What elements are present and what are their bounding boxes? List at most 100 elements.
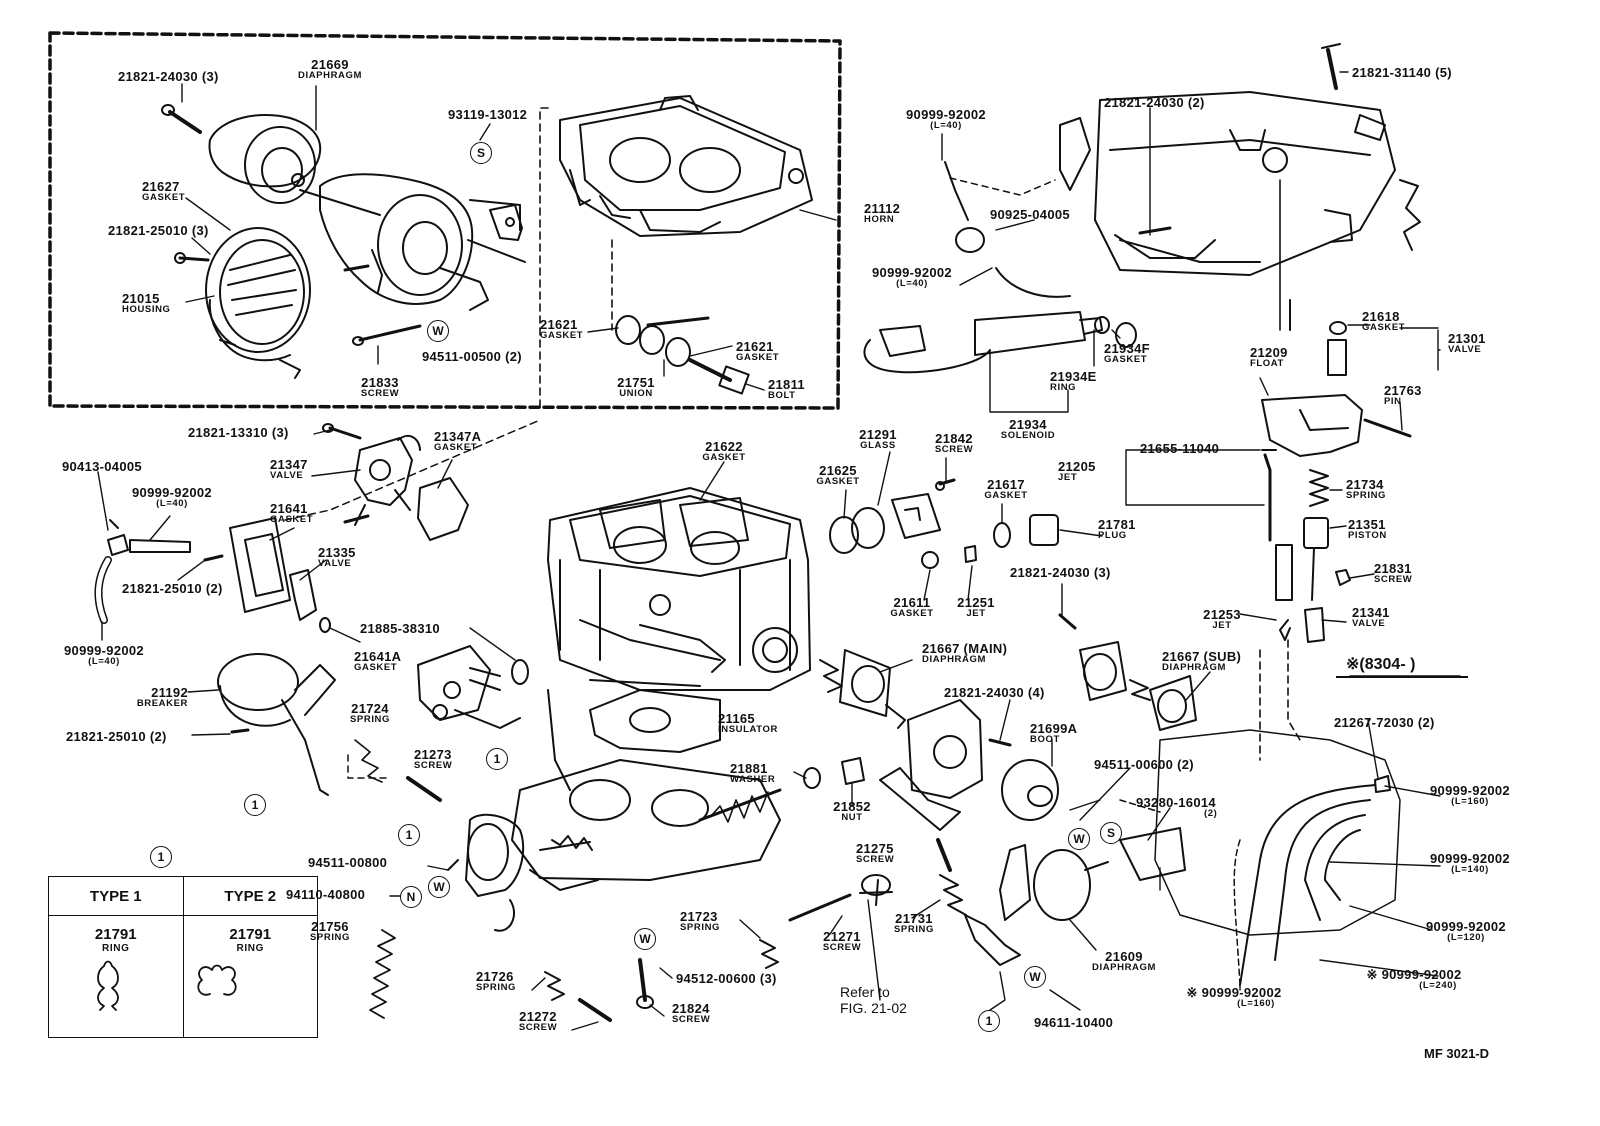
sight-glass-and-diaphragms-drawing: [803, 478, 1197, 831]
ring-type-table: TYPE 1 TYPE 2 21791 RING 21791 RING: [48, 876, 318, 1038]
figure-code: MF 3021-D: [1424, 1046, 1490, 1061]
vacuum-valve-and-hoses-drawing: [94, 419, 541, 633]
air-horn-drawing: [539, 95, 813, 409]
type2-cell: 21791 RING: [182, 915, 318, 1038]
part-label: 21655-11040: [1140, 441, 1220, 456]
part-label: 93119-13012: [448, 107, 528, 122]
circle-mark-1: 1: [244, 794, 266, 816]
part-label: 90413-04005: [62, 459, 142, 474]
circle-mark-w: W: [427, 320, 449, 342]
circle-mark-s: S: [1100, 822, 1122, 844]
type1-part-number: 21791: [94, 926, 137, 943]
part-label: 94511-00800: [308, 855, 388, 870]
part-label: 94512-00600 (3): [676, 971, 777, 986]
type1-part-name: RING: [102, 943, 130, 954]
part-label: 21821-24030 (3): [1010, 565, 1111, 580]
circle-mark-w: W: [1024, 966, 1046, 988]
type1-header: TYPE 1: [48, 876, 184, 916]
circle-mark-w: W: [634, 928, 656, 950]
circle-mark-1: 1: [486, 748, 508, 770]
part-label: 21667 (SUB)DIAPHRAGM: [1162, 649, 1242, 673]
type-table-marker: 1: [150, 846, 172, 868]
circle-mark-w: W: [428, 876, 450, 898]
part-label: 21821-25010 (2): [122, 581, 223, 596]
part-label: 21821-13310 (3): [188, 425, 289, 440]
part-label: 90999-92002(L=140): [1430, 851, 1510, 875]
part-label: 21821-24030 (3): [118, 69, 219, 84]
part-label: ※ 90999-92002(L=160): [1186, 985, 1282, 1009]
part-label: 21821-24030 (4): [944, 685, 1045, 700]
circle-mark-w: W: [1068, 828, 1090, 850]
serial-note-underline: [1336, 676, 1468, 678]
part-label: 90999-92002(L=160): [1430, 783, 1510, 807]
part-label: 94511-00600 (2): [1094, 757, 1194, 772]
refer-to-line1: Refer to: [840, 984, 890, 1000]
part-label: 90999-92002(L=120): [1426, 919, 1506, 943]
part-label: 21821-31140 (5): [1352, 65, 1452, 80]
part-label: 90999-92002(L=40): [872, 265, 952, 289]
refer-to-line2: FIG. 21-02: [840, 1000, 907, 1016]
part-label: 21267-72030 (2): [1334, 715, 1435, 730]
part-label: 21821-24030 (2): [1104, 95, 1205, 110]
circle-mark-1: 1: [978, 1010, 1000, 1032]
leader-lines: [97, 71, 1461, 1031]
part-label: 94611-10400: [1034, 1015, 1114, 1030]
part-label: 21667 (MAIN)DIAPHRAGM: [922, 641, 1008, 665]
circle-mark-s: S: [470, 142, 492, 164]
part-label: 93280-16014(2): [1136, 795, 1218, 819]
part-label: 90999-92002(L=40): [906, 107, 986, 131]
part-label: 21885-38310: [360, 621, 440, 636]
part-label: 90999-92002(L=40): [132, 485, 212, 509]
circle-mark-n: N: [400, 886, 422, 908]
part-label: 21821-25010 (2): [66, 729, 167, 744]
choke-housing-drawing: [161, 104, 526, 379]
part-label: ※ 90999-92002(L=240): [1366, 967, 1462, 991]
part-label: 90925-04005: [990, 207, 1070, 222]
